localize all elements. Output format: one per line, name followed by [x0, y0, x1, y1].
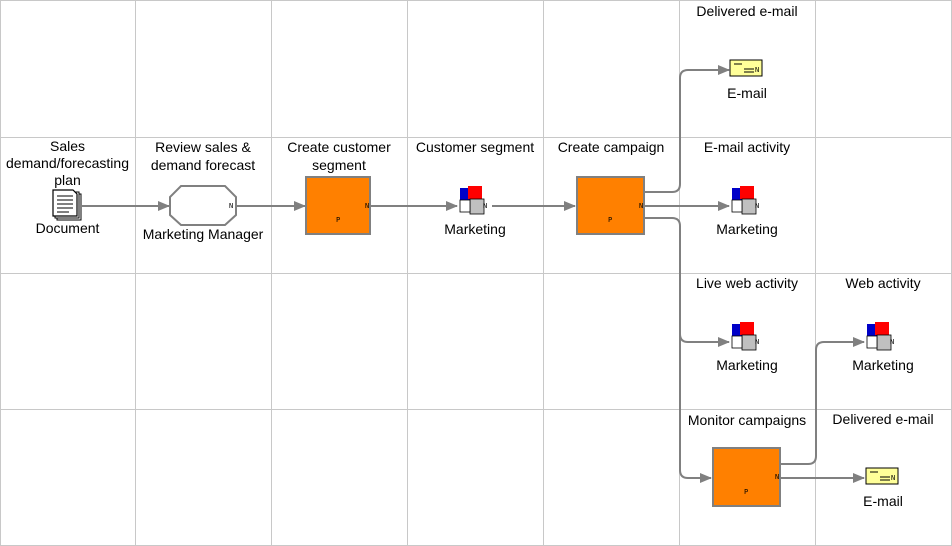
n-marker: N [755, 66, 759, 74]
sales-plan-caption: Document [35, 220, 100, 236]
n-marker: N [775, 473, 779, 481]
connector-campaign-monitor [679, 334, 712, 483]
n-marker: N [365, 202, 369, 210]
review-title: Review sales & demand forecast [150, 139, 256, 173]
customer-segment-title: Customer segment [415, 139, 535, 155]
n-marker: N [755, 338, 759, 346]
n-marker: N [229, 202, 233, 210]
delivered-email-2-caption: E-mail [863, 493, 903, 509]
monitor-campaigns-title: Monitor campaigns [687, 412, 807, 428]
organization-icon[interactable] [731, 186, 757, 215]
p-marker: P [608, 216, 612, 224]
process-monitor-campaigns[interactable] [712, 447, 781, 507]
create-segment-title: Create customer segment [287, 139, 391, 173]
connector-monitor-web-activity [781, 337, 865, 465]
organization-icon[interactable] [459, 186, 485, 215]
create-campaign-title: Create campaign [557, 139, 665, 155]
email-activity-title: E-mail activity [703, 139, 791, 155]
n-marker: N [639, 202, 643, 210]
n-marker: N [755, 202, 759, 210]
live-web-activity-title: Live web activity [696, 275, 798, 291]
email-activity-caption: Marketing [716, 221, 778, 237]
process-create-campaign[interactable] [576, 176, 645, 235]
customer-segment-caption: Marketing [444, 221, 506, 237]
role-icon[interactable] [169, 185, 237, 226]
organization-icon[interactable] [731, 322, 757, 351]
sales-plan-title: Sales demand/forecasting plan [6, 138, 129, 188]
live-web-activity-caption: Marketing [716, 357, 778, 373]
n-marker: N [483, 202, 487, 210]
review-caption: Marketing Manager [142, 226, 264, 242]
process-create-segment[interactable] [305, 176, 371, 235]
delivered-email-2-title: Delivered e-mail [832, 411, 934, 427]
email-icon[interactable] [865, 467, 899, 485]
p-marker: P [336, 216, 340, 224]
delivered-email-1-caption: E-mail [727, 85, 767, 101]
connector-campaign-delivered [645, 65, 730, 193]
document-icon[interactable] [52, 189, 82, 221]
web-activity-title: Web activity [845, 275, 921, 291]
n-marker: N [890, 338, 894, 346]
p-marker: P [744, 488, 748, 496]
connector-campaign-live-web [645, 217, 730, 347]
organization-icon[interactable] [866, 322, 892, 351]
email-icon[interactable] [729, 59, 763, 77]
web-activity-caption: Marketing [852, 357, 914, 373]
connectors [82, 65, 865, 483]
delivered-email-1-title: Delivered e-mail [696, 3, 798, 19]
n-marker: N [891, 474, 895, 482]
